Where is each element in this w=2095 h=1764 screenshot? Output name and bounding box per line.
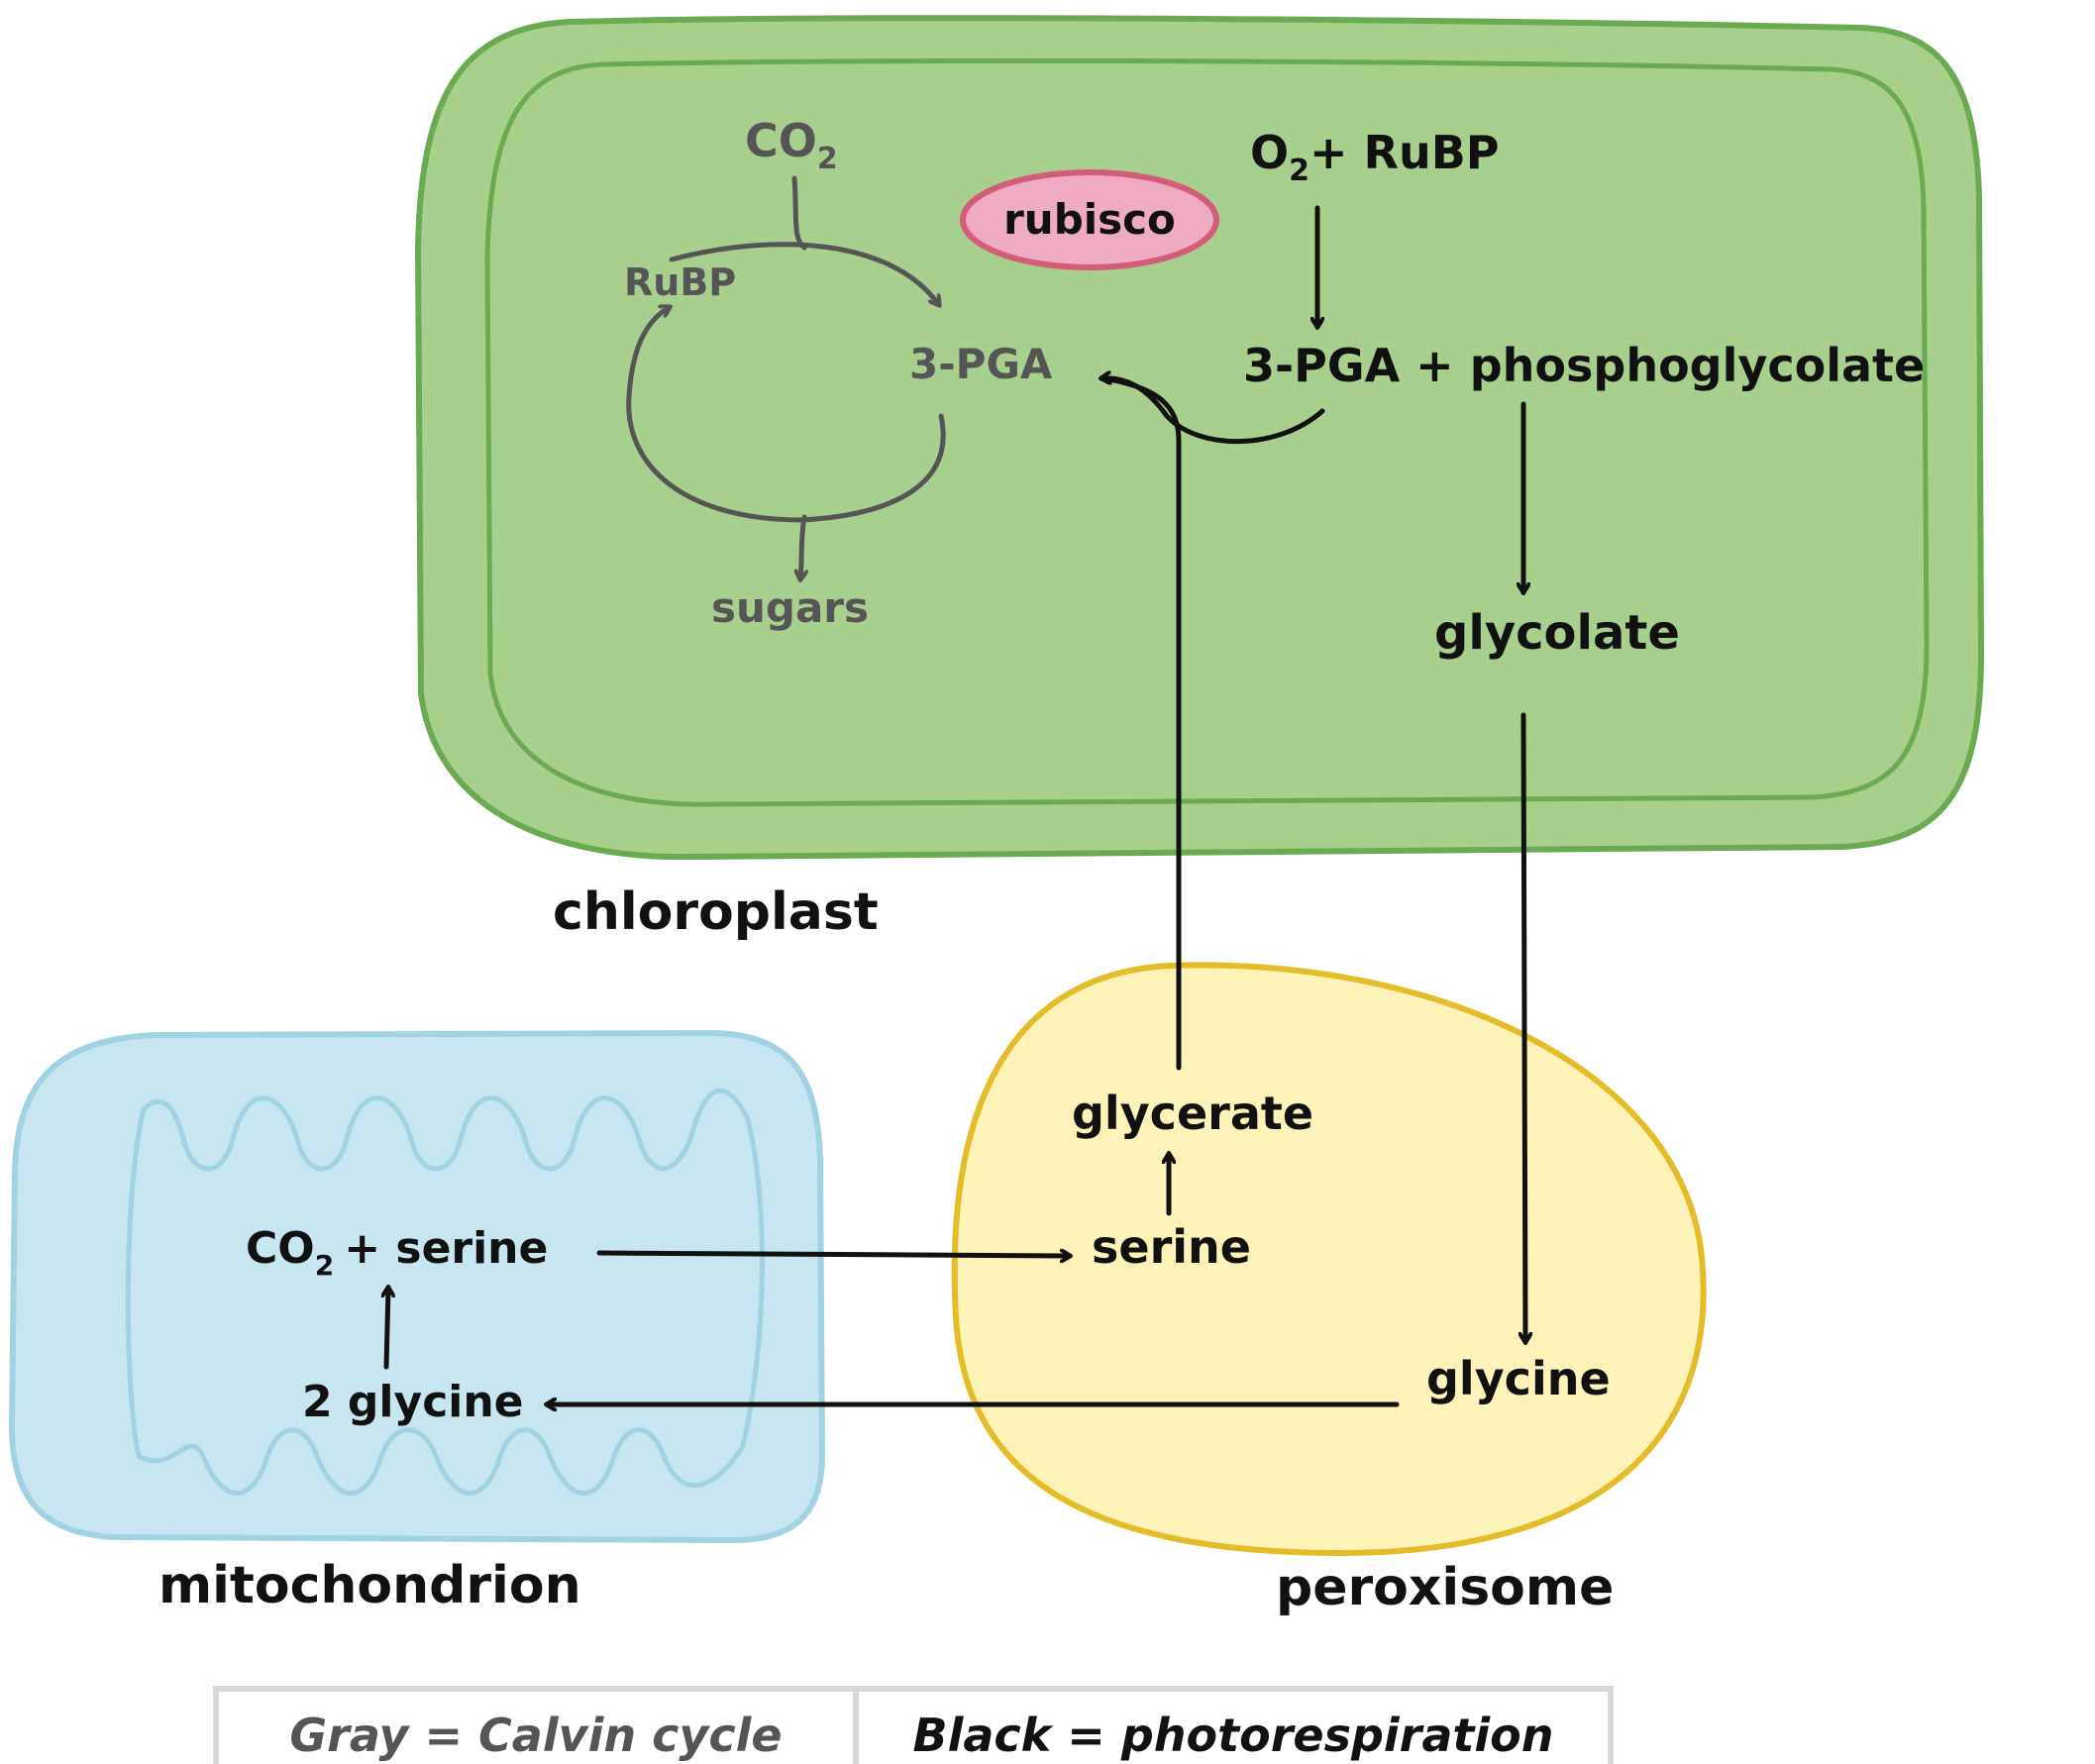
peroxisome-membrane xyxy=(951,962,1707,1557)
glycolate-label: glycolate xyxy=(1434,605,1680,661)
rubp-to-3pga-arrow xyxy=(669,242,939,305)
mitochondrion-cristae xyxy=(125,1088,765,1496)
glycerate-label: glycerate xyxy=(1072,1087,1313,1140)
cycle-back-to-rubp-arrow xyxy=(626,307,805,523)
legend: Gray = Calvin cycle Black = photorespira… xyxy=(213,1686,1614,1764)
mitochondrion-label: mitochondrion xyxy=(158,1556,581,1615)
chloroplast-organelle: chloroplast xyxy=(414,15,1985,942)
peroxisome-organelle: peroxisome xyxy=(951,962,1707,1617)
calvin-co2-label: CO2 xyxy=(745,114,838,176)
pga-phosphoglycolate-label: 3-PGA + phosphoglycolate xyxy=(1243,339,1925,392)
rubisco-oval xyxy=(960,169,1219,270)
calvin-cycle: CO2 RuBP 3-PGA sugars xyxy=(624,114,1053,632)
serine-peroxisome-label: serine xyxy=(1092,1220,1251,1274)
o2-rubp-label: O2+ RuBP xyxy=(1250,126,1500,188)
rubisco-enzyme: rubisco xyxy=(960,169,1219,270)
calvin-sugars-label: sugars xyxy=(711,583,869,632)
legend-photorespiration: Black = photorespiration xyxy=(913,1709,1554,1762)
glycolate-to-glycine-arrow xyxy=(1523,712,1525,1342)
chloroplast-inner-membrane xyxy=(484,57,1930,807)
glycerate-to-3pga-arrow xyxy=(1101,375,1182,1071)
3pga-to-sugars-curve xyxy=(799,413,946,523)
glycine-to-serine-mito-arrow xyxy=(386,1288,388,1370)
legend-calvin-cycle: Gray = Calvin cycle xyxy=(289,1709,782,1762)
mitochondrion-organelle: mitochondrion xyxy=(8,1029,826,1615)
chloroplast-label: chloroplast xyxy=(553,882,879,942)
two-glycine-label: 2 glycine xyxy=(302,1377,524,1427)
serine-to-peroxisome-arrow xyxy=(596,1253,1070,1256)
calvin-3pga-label: 3-PGA xyxy=(909,340,1053,388)
rubisco-label: rubisco xyxy=(1003,195,1176,244)
photorespiration-pathway: O2+ RuBP 3-PGA + phosphoglycolate glycol… xyxy=(246,126,1925,1427)
peroxisome-label: peroxisome xyxy=(1276,1558,1614,1617)
glycine-peroxisome-label: glycine xyxy=(1426,1352,1611,1405)
mitochondrion-outer-membrane xyxy=(8,1029,826,1544)
legend-box xyxy=(213,1686,1614,1764)
co2-serine-mito-label: CO2+ serine xyxy=(246,1223,548,1282)
calvin-rubp-label: RuBP xyxy=(624,260,736,304)
sugars-output-arrow xyxy=(800,514,804,579)
